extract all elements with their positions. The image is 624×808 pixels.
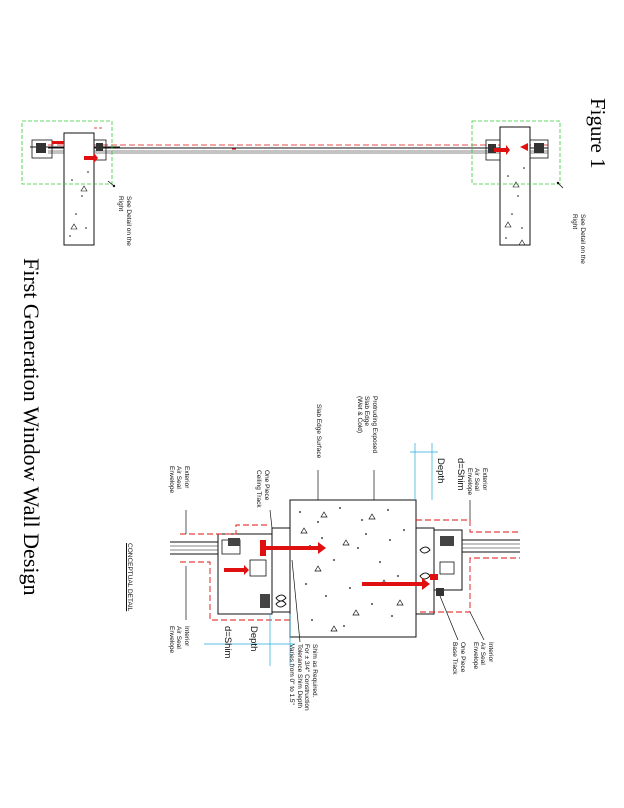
slab-aggregate	[299, 507, 405, 627]
depth-label-top: Depth	[435, 458, 446, 484]
figure-label: Figure 1	[586, 98, 610, 169]
right-slab	[471, 120, 564, 246]
leader-lines	[185, 470, 485, 643]
main-title: First Generation Window Wall Design	[19, 258, 44, 596]
plan-view	[21, 120, 564, 246]
slab-edge-surface-label: Slab Edge Surface	[315, 404, 322, 459]
shim-note: Shim as Required.For ± 3/4" Construction…	[288, 644, 319, 711]
left-slab	[21, 120, 116, 246]
base-track-assembly	[362, 527, 520, 615]
slab-edge	[289, 499, 417, 638]
air-seal-envelopes	[180, 519, 520, 621]
conceptual-label: CONCEPTUAL DETAIL	[126, 543, 133, 612]
shim-label-bottom: d=Shim	[222, 626, 233, 659]
depth-label-bottom: Depth	[248, 626, 259, 652]
shim-dimensions	[204, 443, 438, 666]
ceiling-track-assembly	[170, 527, 326, 615]
detail-section	[170, 443, 520, 666]
shim-label-top: d=Shim	[455, 458, 466, 491]
